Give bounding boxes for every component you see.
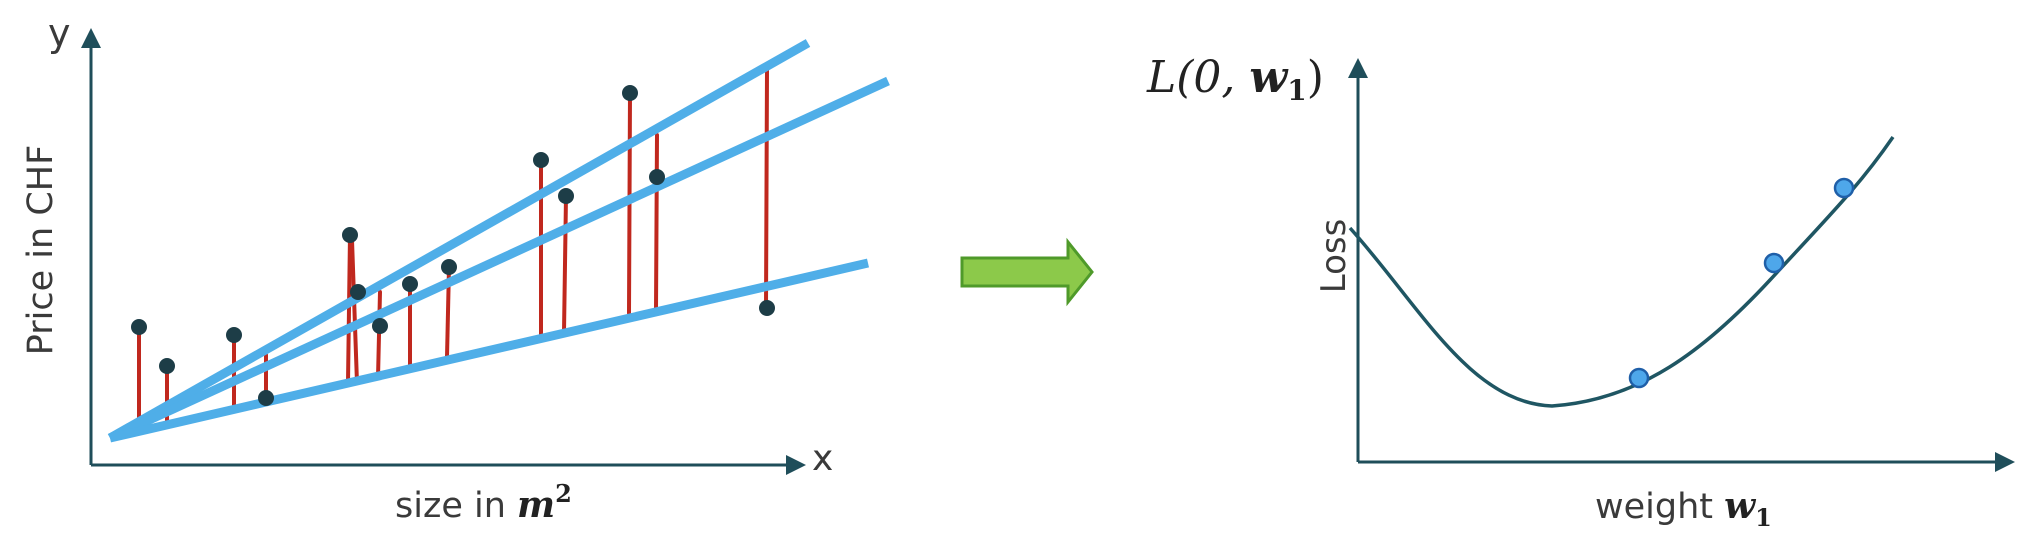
right-x-axis-arrowhead bbox=[1995, 452, 2015, 472]
right-y-axis-arrowhead bbox=[1348, 58, 1368, 78]
loss-function-title: L(0, w1) bbox=[1146, 52, 1324, 107]
loss-point bbox=[1628, 367, 1650, 389]
fit-lines bbox=[107, 39, 890, 443]
loss-title-var: w bbox=[1249, 52, 1289, 103]
left-x-axis-label-math: m bbox=[517, 484, 555, 526]
fit-line-medium bbox=[108, 76, 890, 443]
right-x-axis-label-sub: 1 bbox=[1755, 503, 1772, 532]
residual-line bbox=[562, 194, 568, 334]
data-points bbox=[131, 85, 775, 406]
right-x-axis-label: weight w1 bbox=[1595, 485, 1772, 532]
left-x-axis-label-exponent: 2 bbox=[555, 479, 572, 508]
left-x-axis-label: size in m2 bbox=[395, 479, 572, 526]
fit-line-steep bbox=[107, 39, 811, 442]
data-point bbox=[372, 318, 388, 334]
loss-title-prefix: L(0, bbox=[1146, 52, 1249, 103]
loss-curve bbox=[1348, 136, 1895, 408]
loss-title-sub: 1 bbox=[1287, 74, 1306, 107]
right-loss-plot: L(0, w1) Loss weight w1 bbox=[1146, 52, 2015, 532]
loss-title-suffix: ) bbox=[1307, 52, 1324, 103]
residual-line bbox=[764, 68, 769, 310]
data-point bbox=[226, 327, 242, 343]
data-point bbox=[342, 227, 358, 243]
left-x-axis-letter: x bbox=[812, 438, 833, 479]
residual-line bbox=[376, 290, 382, 380]
left-y-axis-letter: y bbox=[48, 11, 71, 55]
right-y-axis-label: Loss bbox=[1314, 219, 1354, 294]
right-x-axis-label-math: w bbox=[1724, 485, 1757, 527]
left-y-axis-label: Price in CHF bbox=[21, 145, 61, 355]
data-point bbox=[558, 188, 574, 204]
loss-point bbox=[1833, 177, 1855, 199]
data-point bbox=[258, 390, 274, 406]
loss-points bbox=[1628, 177, 1855, 389]
data-point bbox=[533, 152, 549, 168]
data-point bbox=[649, 169, 665, 185]
transition-arrow bbox=[960, 237, 1094, 307]
data-point bbox=[441, 259, 457, 275]
data-point bbox=[159, 358, 175, 374]
left-x-axis-arrowhead bbox=[786, 455, 806, 475]
data-point bbox=[350, 284, 366, 300]
residual-line bbox=[346, 233, 352, 385]
fit-line-shallow bbox=[108, 258, 870, 443]
data-point bbox=[759, 300, 775, 316]
residual-line bbox=[350, 238, 359, 385]
right-x-axis-label-text: weight bbox=[1595, 487, 1724, 527]
data-point bbox=[402, 276, 418, 292]
residual-line bbox=[654, 133, 659, 312]
data-point bbox=[131, 319, 147, 335]
data-point bbox=[622, 85, 638, 101]
loss-point bbox=[1763, 252, 1785, 274]
left-y-axis-arrowhead bbox=[81, 28, 101, 48]
left-regression-plot: y x Price in CHF size in m2 bbox=[21, 11, 890, 526]
left-x-axis-label-text: size in bbox=[395, 486, 517, 526]
